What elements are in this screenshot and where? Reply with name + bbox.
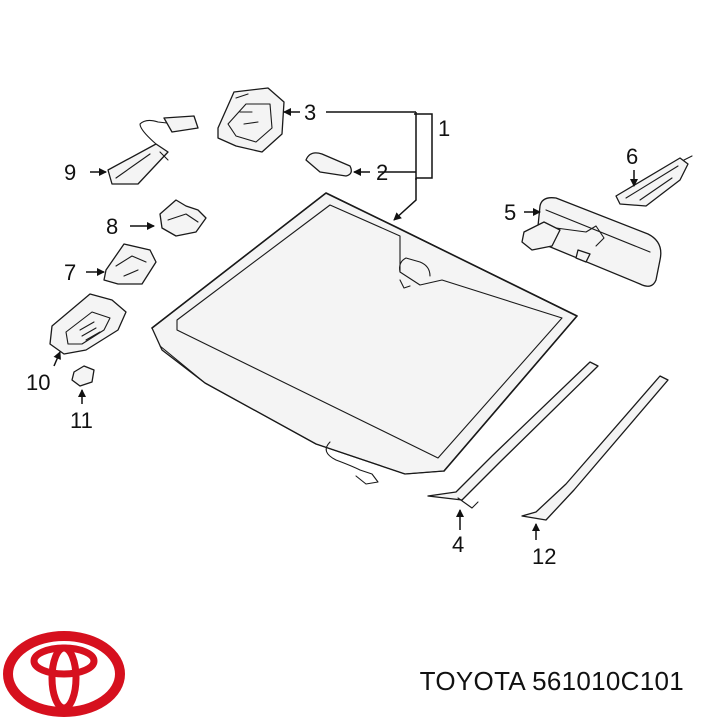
callout-4: 4 [452,532,464,557]
side-moulding-4 [427,361,599,509]
callout-3: 3 [304,100,316,125]
callout-2: 2 [376,160,388,185]
side-moulding-12 [521,375,669,521]
callout-7: 7 [64,260,76,285]
callout-9: 9 [64,160,76,185]
callout-leaders [53,108,638,540]
rear-view-mirror [521,197,662,287]
brand-name: TOYOTA [419,666,525,696]
camera-cover [305,152,352,177]
sensor-bracket [217,87,285,153]
callout-11: 11 [70,408,93,433]
callout-5: 5 [504,200,516,225]
sensor-harness [107,115,199,185]
toyota-logo-icon [3,631,125,717]
callout-8: 8 [106,214,118,239]
callout-12: 12 [532,544,556,569]
part-number: 561010C101 [532,666,684,696]
callout-1: 1 [438,116,450,141]
callout-6: 6 [626,144,638,169]
windshield-glass [151,192,578,485]
retainer-clip [71,365,95,387]
mirror-rail [615,155,693,207]
part-caption: TOYOTA 561010C101 [420,666,684,697]
sensor-mount [103,243,157,285]
mirror-cover [49,293,127,355]
mount-bracket [159,199,207,237]
callout-10: 10 [26,370,50,395]
